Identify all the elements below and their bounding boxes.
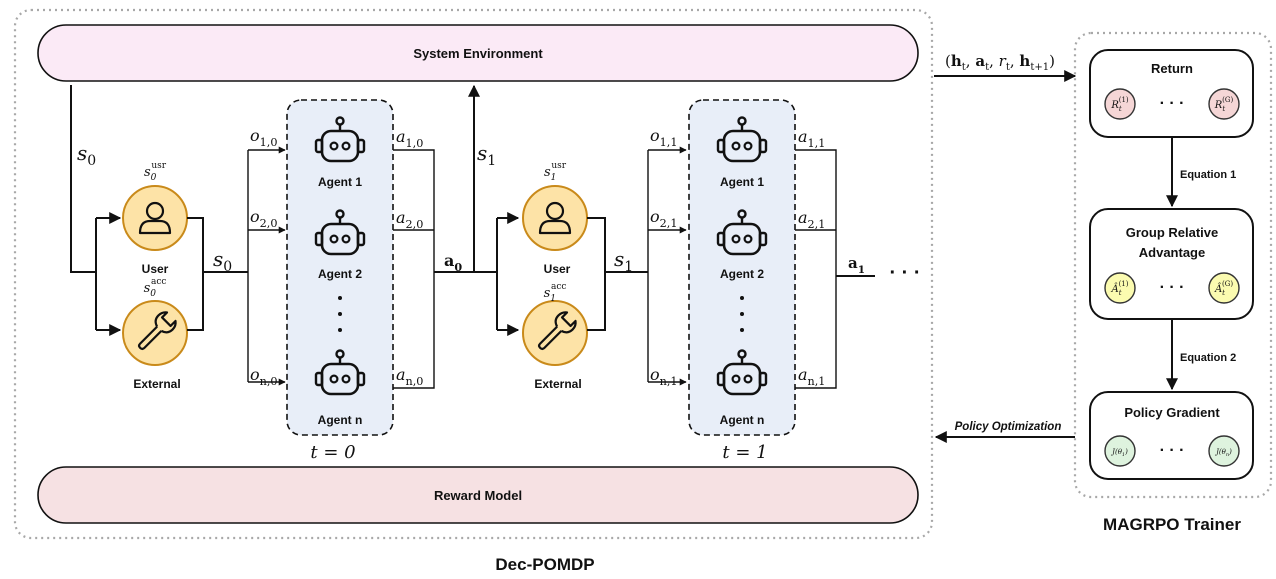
system-environment-label: System Environment — [413, 46, 543, 61]
reward-model-label: Reward Model — [434, 488, 522, 503]
tuple-label: (ht, at, rt, ht+1) — [945, 52, 1055, 73]
user-label-1: User — [544, 262, 571, 276]
joint-action-label-1: a1 — [848, 254, 865, 276]
s0-usr-label: s0usr — [144, 161, 167, 183]
advantage-circle-last — [1208, 272, 1240, 304]
obs-label: on,1 — [650, 365, 678, 388]
equation1-label: Equation 1 — [1180, 169, 1236, 181]
agent-label: Agent n — [318, 413, 363, 427]
advantage-title-line1: Group Relative — [1126, 225, 1218, 240]
policy-gradient-title: Policy Gradient — [1124, 405, 1220, 420]
timestep-label-0: t = 0 — [310, 442, 355, 463]
return-circle-first — [1104, 88, 1136, 120]
s0-acc-label: s0acc — [144, 277, 167, 299]
return-circle-last — [1208, 88, 1240, 120]
obs-label: on,0 — [250, 365, 278, 388]
obs-label: o2,0 — [250, 207, 277, 230]
s1-acc-label: s1acc — [544, 282, 567, 304]
agent-panel-0 — [286, 99, 394, 436]
agent-label: Agent 2 — [318, 267, 362, 281]
return-dots: · · · — [1160, 95, 1185, 112]
trainer-frame — [1073, 31, 1273, 499]
act-label: a2,0 — [396, 208, 423, 231]
user-label-0: User — [142, 262, 169, 276]
act-label: an,1 — [798, 365, 825, 388]
return-title: Return — [1151, 61, 1193, 76]
act-label: a2,1 — [798, 208, 825, 231]
advantage-dots: · · · — [1160, 279, 1185, 296]
external-label-1: External — [534, 377, 581, 391]
obs-label: o1,1 — [650, 126, 677, 149]
s0-env-label: s0 — [77, 141, 96, 169]
joint-action-label-0: a0 — [444, 251, 462, 274]
agent-label: Agent n — [720, 413, 765, 427]
obs-label: o1,0 — [250, 126, 277, 149]
act-label: a1,1 — [798, 127, 825, 150]
s1-mid-label: s1 — [614, 247, 633, 275]
act-label: an,0 — [396, 365, 423, 388]
dec-pomdp-title: Dec-POMDP — [495, 555, 594, 574]
agent-label: Agent 1 — [720, 175, 764, 189]
advantage-circle-first — [1104, 272, 1136, 304]
equation2-label: Equation 2 — [1180, 352, 1236, 364]
obs-label: o2,1 — [650, 207, 677, 230]
s1-env-label: s1 — [477, 141, 496, 169]
dec-pomdp-frame — [13, 8, 934, 540]
pg-last-label: J(θn) — [1214, 448, 1232, 458]
s0-mid-label: s0 — [213, 247, 232, 275]
system-environment-box — [37, 24, 919, 82]
agent-panel-1 — [688, 99, 796, 436]
advantage-title-line2: Advantage — [1139, 245, 1205, 260]
external-circle-1 — [522, 300, 588, 366]
pg-circle-last — [1208, 435, 1240, 467]
trailing-dots: · · · — [889, 262, 920, 284]
pg-first-label: J(θ1) — [1110, 448, 1128, 458]
agent-label: Agent 1 — [318, 175, 362, 189]
policy-optimization-label: Policy Optimization — [955, 421, 1062, 433]
s0-env-line — [70, 85, 96, 273]
external-label-0: External — [133, 377, 180, 391]
external-circle-0 — [122, 300, 188, 366]
reward-model-box — [37, 466, 919, 524]
pg-circle-first — [1104, 435, 1136, 467]
act-label: a1,0 — [396, 127, 423, 150]
timestep-label-1: t = 1 — [722, 442, 767, 463]
s1-usr-label: s1usr — [544, 161, 567, 183]
trainer-title: MAGRPO Trainer — [1103, 515, 1241, 534]
pg-dots: · · · — [1160, 442, 1185, 459]
agent-label: Agent 2 — [720, 267, 764, 281]
